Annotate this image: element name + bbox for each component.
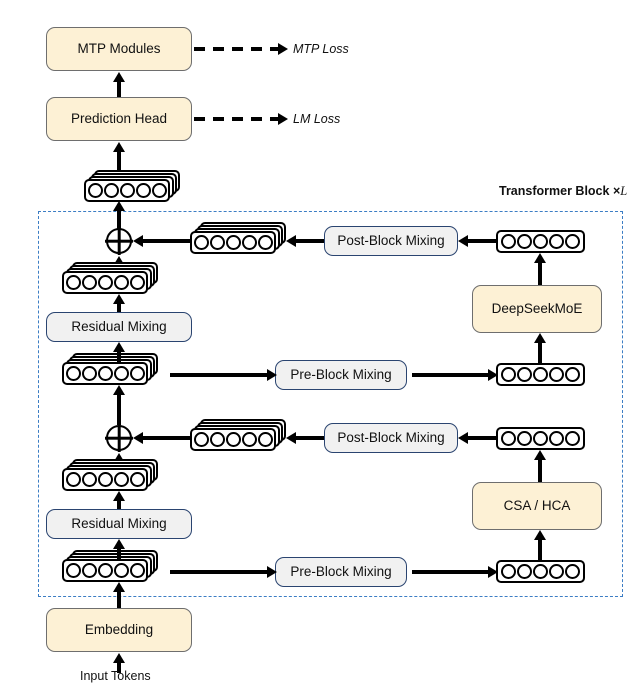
residual-mixing-upper-box[interactable]: Residual Mixing (46, 312, 192, 342)
upper-residual-add-icon (105, 227, 133, 255)
arrow-embedding-to-stack (111, 582, 127, 610)
token-stack-upper-residual (62, 262, 158, 294)
token-stack-embedding-output (62, 550, 158, 582)
arrow-prediction-head-to-mtp (111, 72, 127, 97)
pre-block-mixing-lower-label: Pre-Block Mixing (290, 563, 392, 579)
arrow-moe-to-tokens (532, 253, 548, 285)
csa-hca-box[interactable]: CSA / HCA (472, 482, 602, 530)
arrow-tokens-to-prediction-head (111, 142, 127, 171)
residual-mixing-upper-label: Residual Mixing (71, 318, 167, 334)
mtp-loss-label: MTP Loss (293, 42, 349, 56)
token-stack-upper-post-mixing (190, 222, 286, 254)
arrow-upper-stack-to-premix (170, 367, 277, 383)
arrow-lower-add-to-upper-stack (111, 385, 127, 425)
post-block-mixing-upper-label: Post-Block Mixing (337, 232, 445, 248)
transformer-block-title: Transformer Block (499, 184, 610, 198)
arrow-lower-postmix-to-stack (286, 430, 326, 446)
embedding-box[interactable]: Embedding (46, 608, 192, 652)
arrow-embedding-stack-to-residualmix (111, 539, 127, 559)
arrow-attention-to-tokens (532, 450, 548, 482)
pre-block-mixing-upper-box[interactable]: Pre-Block Mixing (275, 360, 407, 390)
pre-block-mixing-upper-label: Pre-Block Mixing (290, 366, 392, 382)
arrow-upper-stack-to-residualmix (111, 342, 127, 362)
arrow-premix-tokens-to-moe (532, 333, 548, 365)
embedding-label: Embedding (84, 621, 154, 637)
post-block-mixing-upper-box[interactable]: Post-Block Mixing (324, 226, 458, 256)
mtp-modules-label: MTP Modules (77, 40, 161, 56)
token-row-lower-pre-mixing-output (496, 560, 585, 583)
mtp-loss-arrow (194, 41, 288, 57)
residual-mixing-lower-box[interactable]: Residual Mixing (46, 509, 192, 539)
residual-mixing-lower-label: Residual Mixing (71, 515, 167, 531)
lm-loss-label: LM Loss (293, 112, 341, 126)
arrow-upper-premix-to-tokens (412, 367, 498, 383)
arrow-lower-residualmix-to-stack (111, 491, 127, 511)
arrow-upper-postmix-stack-to-add (133, 233, 190, 249)
transformer-block-container (38, 211, 623, 597)
arrow-lower-premix-tokens-to-attention (532, 530, 548, 562)
prediction-head-box[interactable]: Prediction Head (46, 97, 192, 141)
arrow-lower-stack-to-premix (170, 564, 277, 580)
token-row-moe-output (496, 230, 585, 253)
token-row-attention-output (496, 427, 585, 450)
arrow-lower-premix-to-tokens (412, 564, 498, 580)
token-row-upper-pre-mixing-output (496, 363, 585, 386)
prediction-head-label: Prediction Head (70, 110, 168, 126)
arrow-upper-postmix-to-stack (286, 233, 326, 249)
lm-loss-arrow (194, 111, 288, 127)
deepseekmoe-label: DeepSeekMoE (491, 300, 583, 316)
arrow-upper-residualmix-to-stack (111, 294, 127, 314)
csa-hca-label: CSA / HCA (503, 497, 571, 513)
arrow-input-tokens-to-embedding (111, 653, 127, 673)
arrow-lower-postmix-stack-to-add (133, 430, 190, 446)
token-stack-upper-hidden (62, 353, 158, 385)
post-block-mixing-lower-label: Post-Block Mixing (337, 429, 445, 445)
token-stack-output (84, 170, 180, 202)
transformer-block-label: Transformer Block ×L (499, 184, 627, 199)
mtp-modules-box[interactable]: MTP Modules (46, 27, 192, 71)
arrow-block-to-output-tokens (111, 201, 127, 231)
pre-block-mixing-lower-box[interactable]: Pre-Block Mixing (275, 557, 407, 587)
input-tokens-label: Input Tokens (80, 669, 151, 683)
deepseekmoe-box[interactable]: DeepSeekMoE (472, 285, 602, 333)
arrow-moe-tokens-to-postmix (458, 233, 498, 249)
lower-residual-add-icon (105, 424, 133, 452)
post-block-mixing-lower-box[interactable]: Post-Block Mixing (324, 423, 458, 453)
repeat-count-symbol: L (620, 184, 628, 198)
token-stack-lower-post-mixing (190, 419, 286, 451)
arrow-attention-tokens-to-postmix (458, 430, 498, 446)
repeat-times-symbol: × (612, 184, 621, 198)
token-stack-lower-residual (62, 459, 158, 491)
